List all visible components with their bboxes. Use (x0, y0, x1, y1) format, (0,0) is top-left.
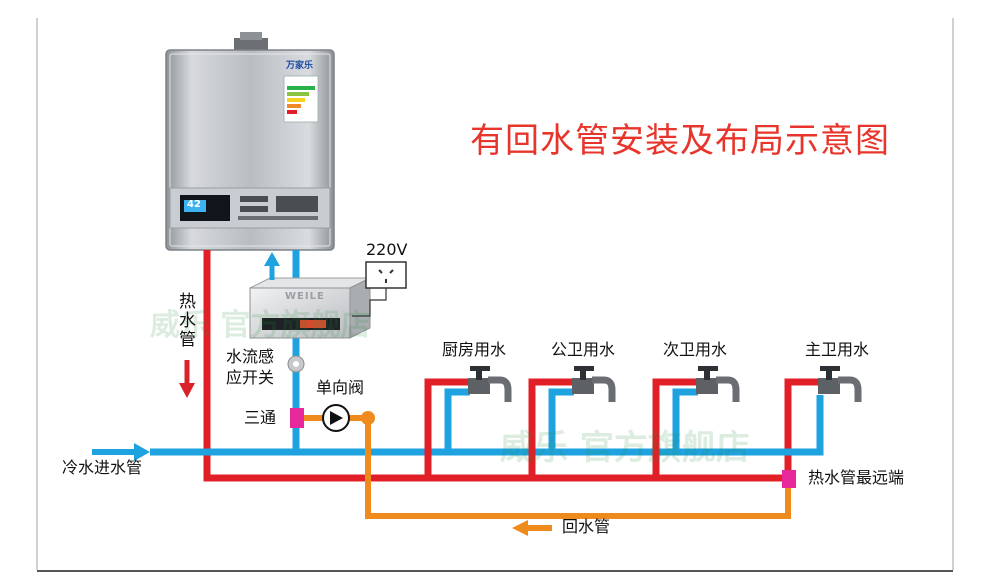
pump-icon (249, 277, 371, 339)
return-pipe (340, 415, 791, 519)
check-valve-icon (322, 404, 350, 432)
cold-main-pipe (150, 395, 824, 456)
hot-pipe-label: 热水管 (175, 292, 195, 349)
heater-brand: 万家乐 (286, 61, 314, 71)
tee-connector (290, 408, 304, 428)
outlet-icon (352, 261, 407, 317)
faucet-icon (468, 366, 512, 402)
power-label: 220V (366, 240, 408, 259)
return-joint (361, 411, 375, 425)
arrow-icon (512, 520, 552, 536)
tap-label-second-bath: 次卫用水 (663, 340, 728, 359)
flow-switch-icon (287, 355, 305, 373)
tap-label-master-bath: 主卫用水 (805, 340, 870, 359)
heater-display-value: 42 (187, 199, 201, 210)
watermark: 威乐 官方旗舰店 (500, 428, 750, 468)
faucet-icon (818, 366, 862, 402)
far-end-label: 热水管最远端 (808, 468, 905, 487)
tap-branches (424, 378, 698, 478)
water-heater-icon (165, 32, 335, 251)
pump-brand: WEILE (285, 291, 325, 302)
faucet-icon (572, 366, 616, 402)
tee-label: 三通 (244, 408, 277, 427)
tap-label-kitchen: 厨房用水 (442, 340, 507, 359)
cold-inlet-label: 冷水进水管 (62, 458, 143, 477)
flow-switch-label: 水流感 应开关 (226, 347, 275, 387)
tap-label-public-bath: 公卫用水 (551, 340, 616, 359)
arrow-icon (92, 443, 150, 461)
check-valve-label: 单向阀 (316, 378, 365, 397)
arrow-icon (179, 360, 195, 398)
diagram-title: 有回水管安装及布局示意图 (470, 121, 890, 161)
arrow-icon (264, 252, 280, 280)
return-pipe-label: 回水管 (562, 517, 611, 536)
faucet-icon (696, 366, 740, 402)
far-end-connector (782, 470, 796, 488)
watermark: 威乐 官方旗舰店 (150, 308, 371, 343)
